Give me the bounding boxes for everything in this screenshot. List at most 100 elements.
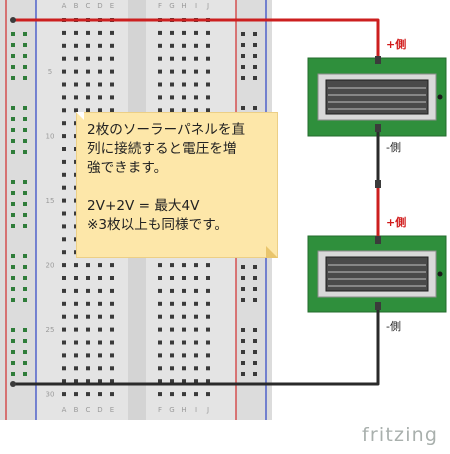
solar-panel-2 bbox=[307, 235, 447, 313]
breadboard-hole bbox=[110, 108, 114, 113]
breadboard-hole bbox=[62, 237, 66, 242]
breadboard-hole bbox=[74, 392, 78, 397]
breadboard-hole bbox=[194, 340, 198, 345]
breadboard-hole bbox=[98, 276, 102, 280]
note-corner-fold-top bbox=[76, 112, 84, 120]
solar-panel-1 bbox=[307, 57, 447, 137]
breadboard-hole bbox=[62, 69, 66, 74]
breadboard-hole bbox=[74, 353, 78, 358]
breadboard-hole bbox=[62, 95, 66, 100]
breadboard-hole bbox=[62, 276, 66, 280]
breadboard-hole bbox=[98, 301, 102, 306]
breadboard-hole bbox=[182, 95, 186, 100]
column-letter: J bbox=[206, 2, 209, 10]
breadboard-hole bbox=[170, 263, 174, 268]
panel1-minus-label: -側 bbox=[386, 141, 401, 154]
breadboard-hole bbox=[170, 69, 174, 74]
breadboard-hole bbox=[158, 392, 162, 397]
breadboard-hole bbox=[110, 56, 114, 61]
breadboard-hole bbox=[182, 82, 186, 87]
breadboard-hole bbox=[86, 263, 90, 268]
breadboard-hole bbox=[98, 95, 102, 100]
breadboard-hole bbox=[62, 224, 66, 229]
breadboard-hole bbox=[86, 301, 90, 306]
breadboard-hole bbox=[206, 288, 210, 293]
rail-hole bbox=[253, 287, 257, 291]
breadboard-hole bbox=[158, 301, 162, 306]
breadboard-hole bbox=[182, 327, 186, 332]
breadboard-hole bbox=[74, 276, 78, 280]
breadboard-hole bbox=[170, 353, 174, 358]
breadboard-hole bbox=[158, 327, 162, 332]
breadboard-hole bbox=[182, 366, 186, 371]
rail-hole bbox=[11, 65, 15, 69]
breadboard-hole bbox=[110, 314, 114, 319]
rail-hole bbox=[23, 298, 27, 302]
breadboard-hole bbox=[170, 327, 174, 332]
breadboard-hole bbox=[158, 82, 162, 87]
breadboard-rail-holes bbox=[11, 32, 257, 376]
rail-hole bbox=[11, 254, 15, 258]
breadboard-hole bbox=[62, 121, 66, 126]
breadboard-hole bbox=[170, 301, 174, 306]
rail-hole bbox=[11, 361, 15, 365]
breadboard-hole bbox=[158, 379, 162, 384]
breadboard-hole bbox=[158, 95, 162, 100]
column-letter: E bbox=[110, 2, 114, 10]
rail-hole bbox=[241, 328, 245, 332]
rail-hole bbox=[241, 54, 245, 58]
rail-hole bbox=[253, 372, 257, 376]
rail-hole bbox=[253, 43, 257, 47]
rail-hole bbox=[23, 191, 27, 195]
rail-hole bbox=[11, 54, 15, 58]
rail-hole bbox=[11, 202, 15, 206]
breadboard-hole bbox=[74, 263, 78, 268]
rail-hole bbox=[253, 298, 257, 302]
breadboard-hole bbox=[74, 288, 78, 293]
breadboard-hole bbox=[62, 327, 66, 332]
breadboard-hole bbox=[182, 108, 186, 113]
rail-hole bbox=[11, 128, 15, 132]
breadboard-hole bbox=[206, 353, 210, 358]
breadboard-hole bbox=[86, 288, 90, 293]
breadboard-hole bbox=[194, 263, 198, 268]
breadboard-hole bbox=[86, 30, 90, 35]
breadboard-hole bbox=[110, 366, 114, 371]
column-letter: I bbox=[195, 406, 197, 414]
breadboard-hole bbox=[62, 198, 66, 203]
breadboard-hole bbox=[86, 108, 90, 113]
rail-hole bbox=[23, 339, 27, 343]
note-line-6: ※3枚以上も同様です。 bbox=[87, 217, 229, 233]
breadboard-hole bbox=[194, 327, 198, 332]
rail-hole bbox=[23, 265, 27, 269]
breadboard-hole bbox=[62, 379, 66, 384]
breadboard-hole bbox=[194, 43, 198, 48]
breadboard-hole bbox=[74, 366, 78, 371]
rail-hole bbox=[23, 117, 27, 121]
breadboard-hole bbox=[182, 340, 186, 345]
breadboard-hole bbox=[110, 288, 114, 293]
breadboard-hole bbox=[110, 263, 114, 268]
breadboard-hole bbox=[170, 314, 174, 319]
breadboard-hole bbox=[194, 379, 198, 384]
panel1-plus-pin bbox=[375, 56, 381, 64]
column-letter: C bbox=[86, 2, 91, 10]
breadboard-hole bbox=[62, 82, 66, 87]
breadboard-hole bbox=[182, 276, 186, 280]
column-letter: G bbox=[169, 2, 174, 10]
breadboard-hole bbox=[158, 56, 162, 61]
breadboard-hole bbox=[110, 392, 114, 397]
breadboard-hole bbox=[98, 56, 102, 61]
breadboard-hole bbox=[158, 353, 162, 358]
rail-hole bbox=[11, 276, 15, 280]
breadboard-hole bbox=[158, 69, 162, 74]
column-letter: B bbox=[74, 2, 79, 10]
breadboard-hole bbox=[62, 30, 66, 35]
breadboard-hole bbox=[206, 43, 210, 48]
rail-hole bbox=[241, 43, 245, 47]
breadboard-hole bbox=[206, 56, 210, 61]
rail-hole bbox=[253, 65, 257, 69]
rail-hole bbox=[241, 276, 245, 280]
rail-hole bbox=[11, 213, 15, 217]
breadboard-hole bbox=[206, 314, 210, 319]
